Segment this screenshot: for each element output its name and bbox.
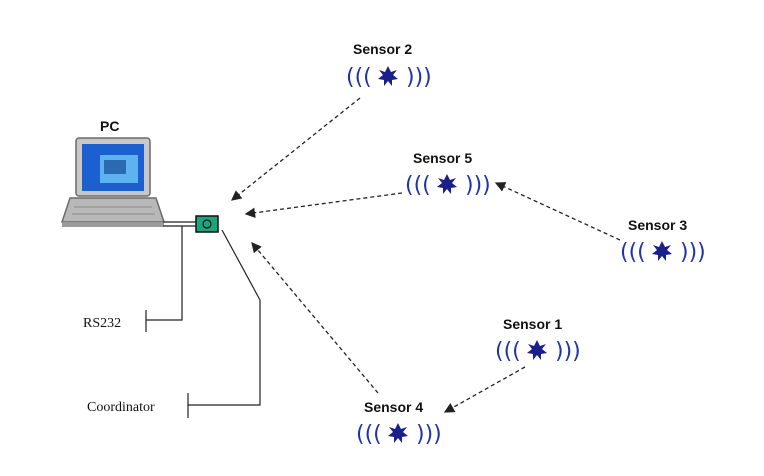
sensor-5-signal-icon: [405, 173, 491, 198]
laptop-icon: [60, 137, 166, 227]
link-sensor4-coordinator: [251, 242, 379, 394]
link-sensor3-sensor5: [494, 182, 621, 241]
sensor-3-label: Sensor 3: [628, 217, 687, 233]
link-sensor1-sensor4: [443, 366, 526, 413]
rs232-label: RS232: [83, 316, 121, 331]
link-sensor5-coordinator: [244, 192, 403, 218]
coordinator-callout-line: [188, 229, 261, 406]
sensor-5-label: Sensor 5: [413, 150, 472, 166]
sensor-2-signal-icon: [346, 65, 432, 90]
link-sensor2-coordinator: [230, 97, 361, 201]
sensor-4-label: Sensor 4: [364, 399, 423, 415]
rs232-callout-line: [146, 226, 183, 321]
sensor-2-label: Sensor 2: [353, 41, 412, 57]
sensor-1-signal-icon: [495, 339, 581, 364]
coordinator-device-icon: [195, 215, 219, 233]
coordinator-label: Coordinator: [87, 400, 155, 415]
pc-label: PC: [100, 118, 119, 134]
sensor-4-signal-icon: [356, 422, 442, 447]
sensor-1-label: Sensor 1: [503, 316, 562, 332]
sensor-3-signal-icon: [620, 240, 706, 265]
